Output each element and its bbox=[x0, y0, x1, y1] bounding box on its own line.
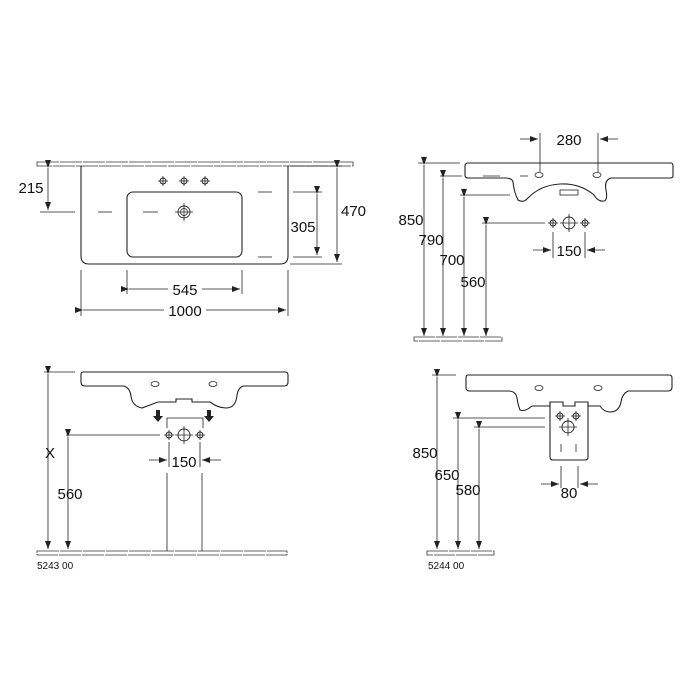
dimension-label-580: 580 bbox=[455, 482, 480, 499]
top-view: 215 305 470 545 1000 bbox=[18, 160, 366, 320]
dimension-label-215: 215 bbox=[18, 180, 43, 197]
siphon-cover bbox=[549, 404, 589, 461]
dimension-label-1000: 1000 bbox=[168, 303, 201, 320]
dimension-label-80: 80 bbox=[561, 485, 578, 502]
basin-outline bbox=[80, 166, 289, 265]
dimension-label-280: 280 bbox=[556, 132, 581, 149]
article-number: 5244 00 bbox=[428, 561, 465, 572]
supply-valve-icon bbox=[547, 217, 559, 229]
bowl-outline bbox=[126, 191, 243, 258]
dimension-label-560: 560 bbox=[57, 486, 82, 503]
dimension-label-x: X bbox=[45, 445, 55, 462]
dimension-label-790: 790 bbox=[418, 232, 443, 249]
drain-outlet-icon bbox=[559, 213, 579, 233]
basin-profile bbox=[464, 162, 674, 202]
arrow-down-icon bbox=[204, 410, 214, 422]
front-view-5243: 150 X 560 5243 00 bbox=[36, 366, 289, 572]
dimension-label-700: 700 bbox=[439, 252, 464, 269]
floor-strip bbox=[413, 336, 503, 342]
side-view: 280 850 790 700 560 150 bbox=[398, 132, 674, 342]
tap-hole-icon bbox=[178, 175, 190, 187]
supply-valve-icon bbox=[554, 410, 566, 422]
article-number: 5243 00 bbox=[37, 561, 74, 572]
dimension-label-470: 470 bbox=[341, 203, 366, 220]
wall-strip bbox=[36, 161, 354, 167]
dimension-label-150: 150 bbox=[171, 454, 196, 471]
supply-valve-icon bbox=[194, 429, 206, 441]
tap-hole-icon bbox=[199, 175, 211, 187]
basin-front-outline bbox=[465, 374, 673, 413]
drain-outlet-icon bbox=[174, 425, 194, 445]
supply-valve-icon bbox=[579, 217, 591, 229]
front-view-5244: 80 850 650 580 5244 00 bbox=[412, 369, 673, 572]
floor-strip bbox=[36, 550, 288, 556]
tap-hole-icon bbox=[157, 175, 169, 187]
dimension-label-545: 545 bbox=[172, 282, 197, 299]
drain-icon bbox=[174, 202, 194, 222]
drain-outlet-icon bbox=[558, 417, 578, 437]
floor-strip bbox=[426, 550, 495, 556]
supply-valve-icon bbox=[163, 429, 175, 441]
dimension-label-305: 305 bbox=[290, 219, 315, 236]
dimension-label-650: 650 bbox=[434, 467, 459, 484]
supply-valve-icon bbox=[570, 410, 582, 422]
dimension-label-560: 560 bbox=[460, 274, 485, 291]
dimension-label-850: 850 bbox=[412, 445, 437, 462]
dimension-label-850: 850 bbox=[398, 212, 423, 229]
arrow-down-icon bbox=[153, 410, 163, 422]
dimension-label-150: 150 bbox=[556, 243, 581, 260]
basin-front-outline bbox=[80, 371, 289, 409]
